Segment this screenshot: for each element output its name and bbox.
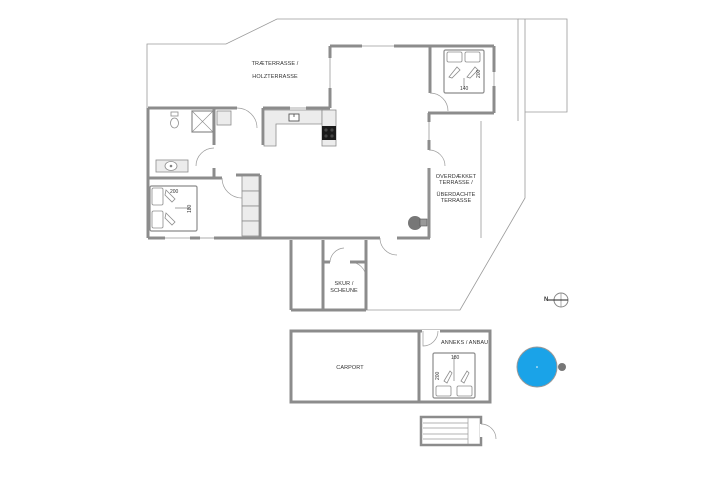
shed-walls <box>289 240 368 312</box>
bed-annex <box>432 352 476 399</box>
toilet-icon <box>170 111 179 129</box>
bed-width-annex: 180 <box>451 355 460 361</box>
site-outline <box>292 18 568 311</box>
wood-terrace-label-1: TRÆTERRASSE / <box>251 61 299 67</box>
annex-door-gap <box>422 330 440 333</box>
bed-length-annex: 200 <box>435 371 441 380</box>
compass-north-label: N <box>544 297 549 303</box>
bed-length-left: 180 <box>187 204 193 213</box>
shower-icon <box>191 110 214 133</box>
covered-terrace-label-4: TERRASSE <box>440 198 472 204</box>
bed-width-left: 200 <box>170 189 179 195</box>
sink-icon <box>288 113 300 122</box>
storage-shelves <box>241 175 260 237</box>
wood-stove-icon <box>408 216 428 230</box>
annex-label: ANNEKS / ANBAU <box>441 340 489 346</box>
carport-label: CARPORT <box>336 365 364 371</box>
shed-label-1: SKUR / <box>334 281 354 287</box>
bed-length-top-right: 200 <box>476 69 482 78</box>
bed-left-bedroom <box>149 185 198 232</box>
wood-terrace-outline <box>146 18 519 238</box>
bed-width-top-right: 140 <box>460 86 469 92</box>
cabinet-icon <box>216 110 232 126</box>
house-walls <box>146 44 496 240</box>
carport-annex-walls <box>289 329 492 404</box>
bed-top-right <box>443 49 485 94</box>
shed-label-2: SCHEUNE <box>330 288 358 294</box>
wood-terrace-label-2: HOLZTERRASSE <box>252 74 298 80</box>
stove-icon <box>322 126 336 140</box>
covered-terrace-label-3: ÜBERDACHTE <box>436 192 476 198</box>
hot-tub-icon <box>516 346 566 388</box>
annex-door-swing <box>422 330 439 347</box>
windows <box>165 45 495 239</box>
compass-icon <box>548 292 569 308</box>
covered-terrace-label-1: OVERDÆKKET <box>435 174 477 180</box>
washbasin-icon <box>155 159 189 173</box>
outdoor-steps <box>419 415 497 447</box>
covered-terrace-label-2: TERRASSE / <box>439 180 473 186</box>
